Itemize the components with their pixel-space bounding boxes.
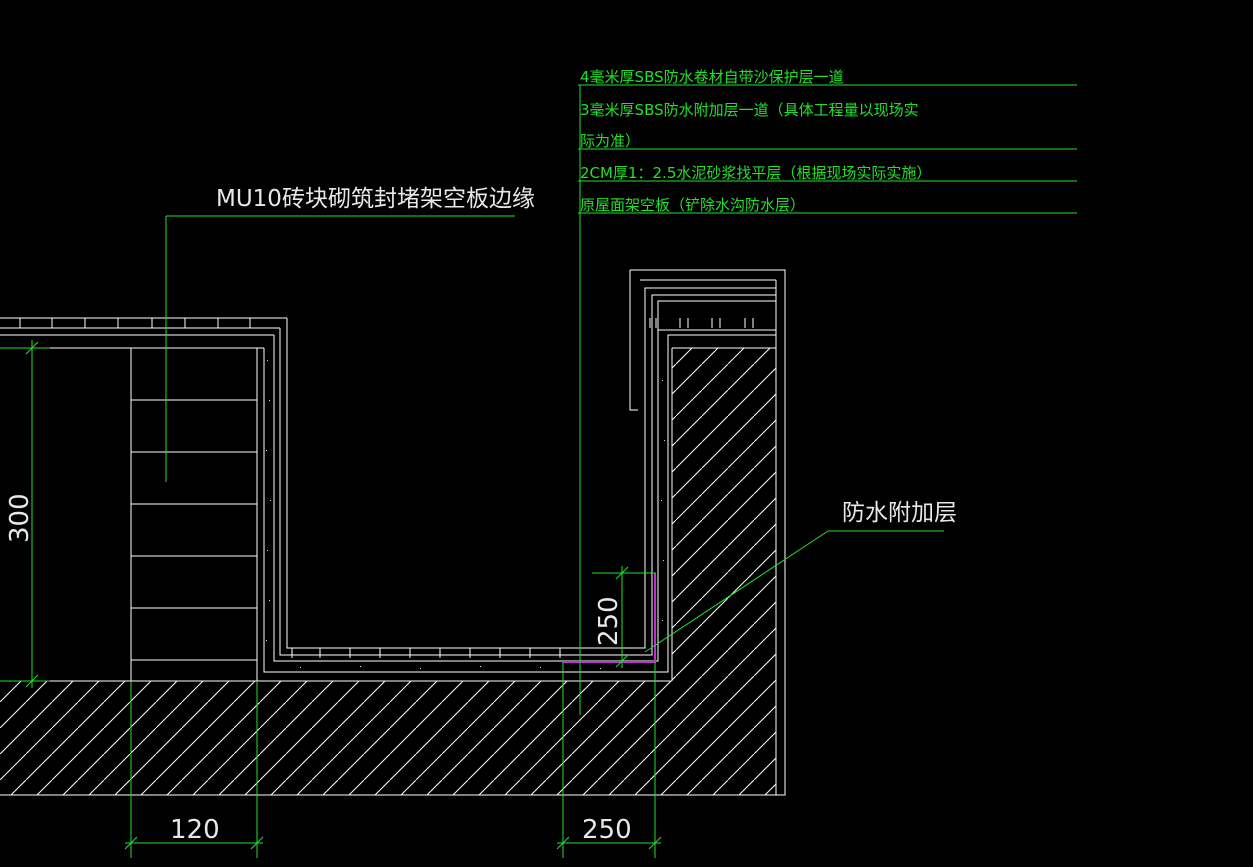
brick-infill	[130, 347, 258, 682]
layer-note-3: 际为准）	[580, 132, 640, 150]
mortar-dots	[266, 360, 665, 669]
layer-note-4: 2CM厚1：2.5水泥砂浆找平层（根据现场实际实施）	[580, 164, 931, 182]
waterproof-note-leader	[644, 530, 944, 653]
dimension-height-left-label: 300	[5, 493, 35, 543]
outer-boundary	[0, 269, 786, 796]
dimension-width-brick-label: 120	[170, 815, 220, 845]
layer-note-1: 4毫米厚SBS防水卷材自带沙保护层一道	[580, 68, 844, 86]
dimension-height-gutter-label: 250	[594, 596, 624, 646]
dimension-width-extra	[556, 662, 662, 858]
concrete-slab	[0, 680, 672, 795]
dimension-height-gutter	[592, 566, 656, 668]
gutter-layers	[263, 279, 776, 673]
right-wall	[671, 347, 776, 795]
layer-note-2: 3毫米厚SBS防水附加层一道（具体工程量以现场实	[580, 101, 919, 119]
layer-note-5: 原屋面架空板（铲除水沟防水层）	[580, 196, 805, 214]
left-top-layers	[0, 317, 287, 349]
dimension-width-brick	[124, 681, 264, 858]
brick-note-leader	[165, 215, 515, 482]
brick-note: MU10砖块砌筑封堵架空板边缘	[216, 186, 535, 212]
waterproof-note: 防水附加层	[842, 500, 957, 526]
dimension-width-extra-label: 250	[582, 815, 632, 845]
dimension-height-left	[0, 340, 50, 688]
layer-note-lines	[578, 84, 1077, 715]
